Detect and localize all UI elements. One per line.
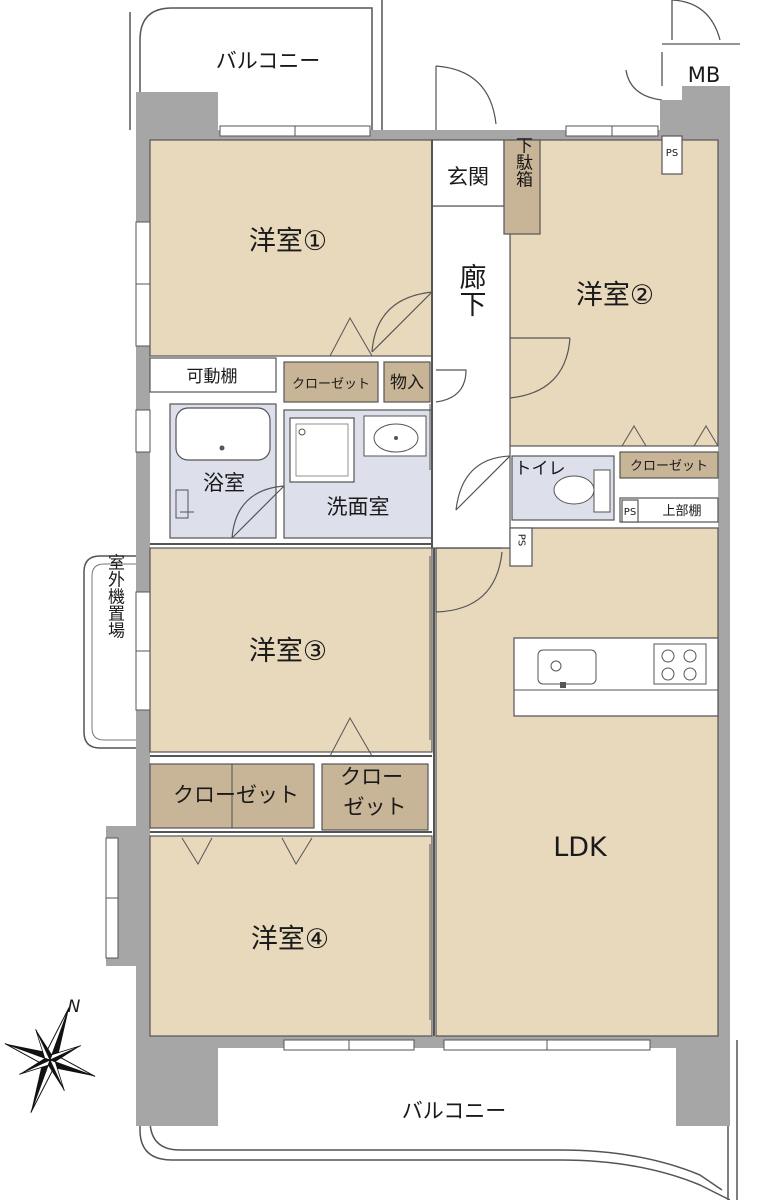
room4-label: 洋室④	[251, 924, 329, 955]
kadodana-label: 可動棚	[187, 367, 238, 387]
washbasin	[363, 415, 427, 457]
closet-two-label: クロー ゼット	[340, 765, 410, 819]
room2-label: 洋室②	[576, 280, 654, 311]
jobudana-label: 上部棚	[662, 504, 701, 519]
shower	[175, 489, 194, 519]
room2-area	[509, 139, 719, 447]
ps-closet-label: PS	[624, 507, 636, 518]
closet-small-label: クローゼット	[292, 377, 370, 392]
ps-closet-area	[621, 499, 639, 523]
bifold-marks	[181, 316, 719, 866]
yokushitsu-label: 浴室	[203, 471, 245, 495]
washing-pan	[289, 417, 355, 483]
bathtub	[175, 407, 271, 461]
balcony-top-label: バルコニー	[216, 49, 321, 73]
closet-two-area	[321, 763, 429, 831]
compass-rose-icon	[4, 1007, 96, 1113]
genkan-label: 玄関	[447, 165, 489, 189]
toilet-label: トイレ	[515, 459, 566, 479]
mb-label: MB	[688, 63, 721, 87]
closet-right-label: クローゼット	[630, 459, 708, 474]
kadodana-area	[149, 357, 277, 393]
senmenshitsu-label: 洗面室	[327, 495, 390, 519]
balcony-bottom-label: バルコニー	[402, 1099, 507, 1123]
doors	[231, 65, 571, 613]
getabako-area	[503, 139, 541, 235]
corridor-area	[431, 205, 511, 549]
monoire-area	[383, 361, 431, 403]
ps-top-label: PS	[666, 148, 678, 159]
kitchen-counter	[513, 637, 719, 717]
toilet-fixture	[553, 469, 611, 513]
closet-small-area	[283, 361, 379, 403]
monoire-label: 物入	[390, 373, 424, 393]
room1-label: 洋室①	[249, 226, 327, 257]
sliding-doors	[429, 404, 437, 1020]
closet-right-area	[619, 451, 719, 479]
ldk-label: LDK	[553, 832, 608, 863]
room3-area	[149, 547, 433, 753]
north-label: N	[68, 997, 81, 1017]
closet-big-label: クローゼット	[173, 783, 299, 807]
ps-top-area	[661, 135, 683, 175]
ldk-area	[435, 527, 719, 1037]
balcony-top-outline	[129, 0, 383, 130]
outdoor-unit-alcove	[83, 555, 140, 749]
shitsugai-label: 室外機置場	[104, 553, 125, 639]
room4-area	[149, 835, 433, 1037]
window-mullions	[106, 126, 613, 1050]
mb-door	[625, 0, 740, 101]
room1-area	[149, 139, 433, 357]
ps-toilet-area	[509, 527, 533, 567]
rouka-label: 廊下	[455, 263, 487, 317]
ps-toilet-label: PS	[516, 534, 527, 546]
interior-walls	[150, 140, 435, 1036]
room3-label: 洋室③	[249, 636, 327, 667]
getabako-label: 下駄箱	[512, 137, 533, 188]
